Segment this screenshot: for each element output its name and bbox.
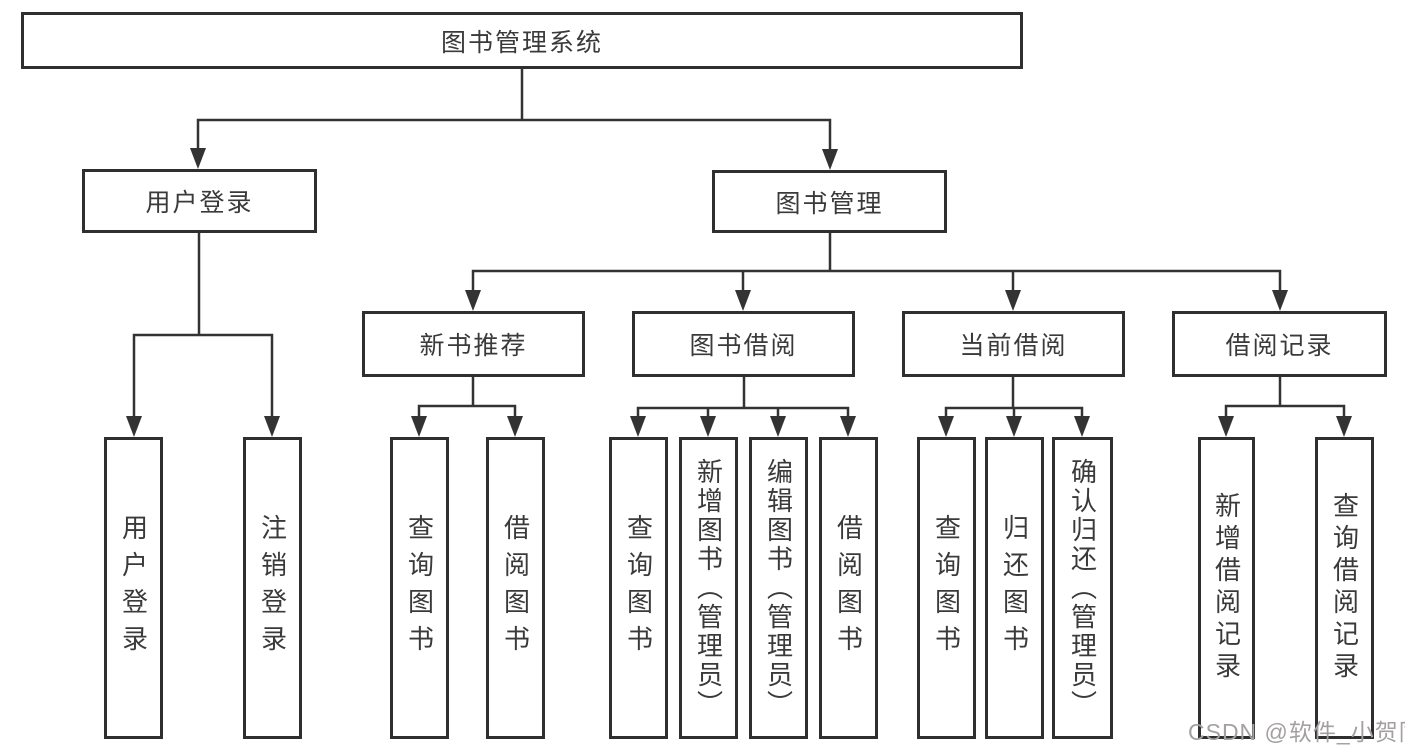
leaf-label: 查询图书 [623,514,654,662]
node-new-book-recommend: 新书推荐 [362,311,585,377]
arrow-down-icon [1272,290,1288,311]
node-borrow-records: 借阅记录 [1172,311,1387,377]
node-user-login: 用户登录 [82,169,317,233]
leaf-confirm-return-admin: 确认归还（管理员） [1052,437,1113,739]
node-book-management: 图书管理 [712,170,947,233]
arrow-down-icon [840,416,856,437]
leaf-label: 编辑图书（管理员） [763,457,794,719]
arrow-down-icon [465,290,481,311]
node-label: 当前借阅 [959,332,1068,360]
leaf-label: 用户登录 [118,514,149,662]
arrow-down-icon [1336,416,1352,437]
node-root-system: 图书管理系统 [21,12,1023,69]
arrow-down-icon [735,290,751,311]
connector-book-borrow [636,375,850,426]
arrow-down-icon [770,416,786,437]
leaf-label: 确认归还（管理员） [1067,457,1098,719]
arrow-down-icon [938,416,954,437]
connector-root [196,67,832,154]
leaf-label: 查询图书 [404,514,435,662]
arrow-down-icon [264,416,280,437]
arrow-down-icon [1074,416,1090,437]
arrow-down-icon [411,416,427,437]
arrow-down-icon [507,416,523,437]
arrow-down-icon [1006,416,1022,437]
leaf-label: 借阅图书 [500,514,531,662]
node-label: 新书推荐 [419,332,528,360]
leaf-logout: 注销登录 [243,437,302,739]
leaf-borrow-books: 借阅图书 [819,437,878,739]
arrow-down-icon [1218,416,1234,437]
leaf-query-books-recommend: 查询图书 [390,437,449,739]
leaf-label: 借阅图书 [833,514,864,662]
node-book-borrow: 图书借阅 [632,311,855,377]
leaf-edit-books-admin: 编辑图书（管理员） [749,437,808,739]
node-label: 图书管理 [775,189,884,218]
leaf-label: 新增图书（管理员） [693,457,724,719]
node-current-borrow: 当前借阅 [902,311,1125,377]
arrow-down-icon [190,148,206,169]
leaf-label: 查询图书 [931,514,962,662]
leaf-query-borrow-record: 查询借阅记录 [1315,437,1374,739]
leaf-label: 新增借阅记录 [1211,492,1242,684]
leaf-return-books: 归还图书 [985,437,1044,739]
leaf-query-books-borrow: 查询图书 [609,437,668,739]
arrow-down-icon [1005,290,1021,311]
arrow-down-icon [700,416,716,437]
arrow-down-icon [822,149,838,170]
node-label: 图书借阅 [689,332,798,360]
connector-user-login [132,231,274,426]
node-label: 借阅记录 [1225,332,1334,360]
connector-book-management [471,231,1282,297]
connector-new-book-recommend [417,375,517,426]
leaf-borrow-books-recommend: 借阅图书 [486,437,545,739]
node-label: 用户登录 [145,189,254,217]
node-label: 图书管理系统 [440,28,603,57]
csdn-watermark: CSDN @软件_小贺同学 [1188,719,1405,745]
leaf-add-books-admin: 新增图书（管理员） [679,437,738,739]
leaf-user-login: 用户登录 [104,437,163,739]
connector-borrow-records [1224,375,1346,426]
leaf-label: 注销登录 [257,514,288,662]
leaf-label: 查询借阅记录 [1329,492,1360,684]
leaf-label: 归还图书 [999,514,1030,662]
leaf-query-books-current: 查询图书 [917,437,976,739]
arrow-down-icon [126,416,142,437]
arrow-down-icon [630,416,646,437]
leaf-add-borrow-record: 新增借阅记录 [1198,437,1255,739]
